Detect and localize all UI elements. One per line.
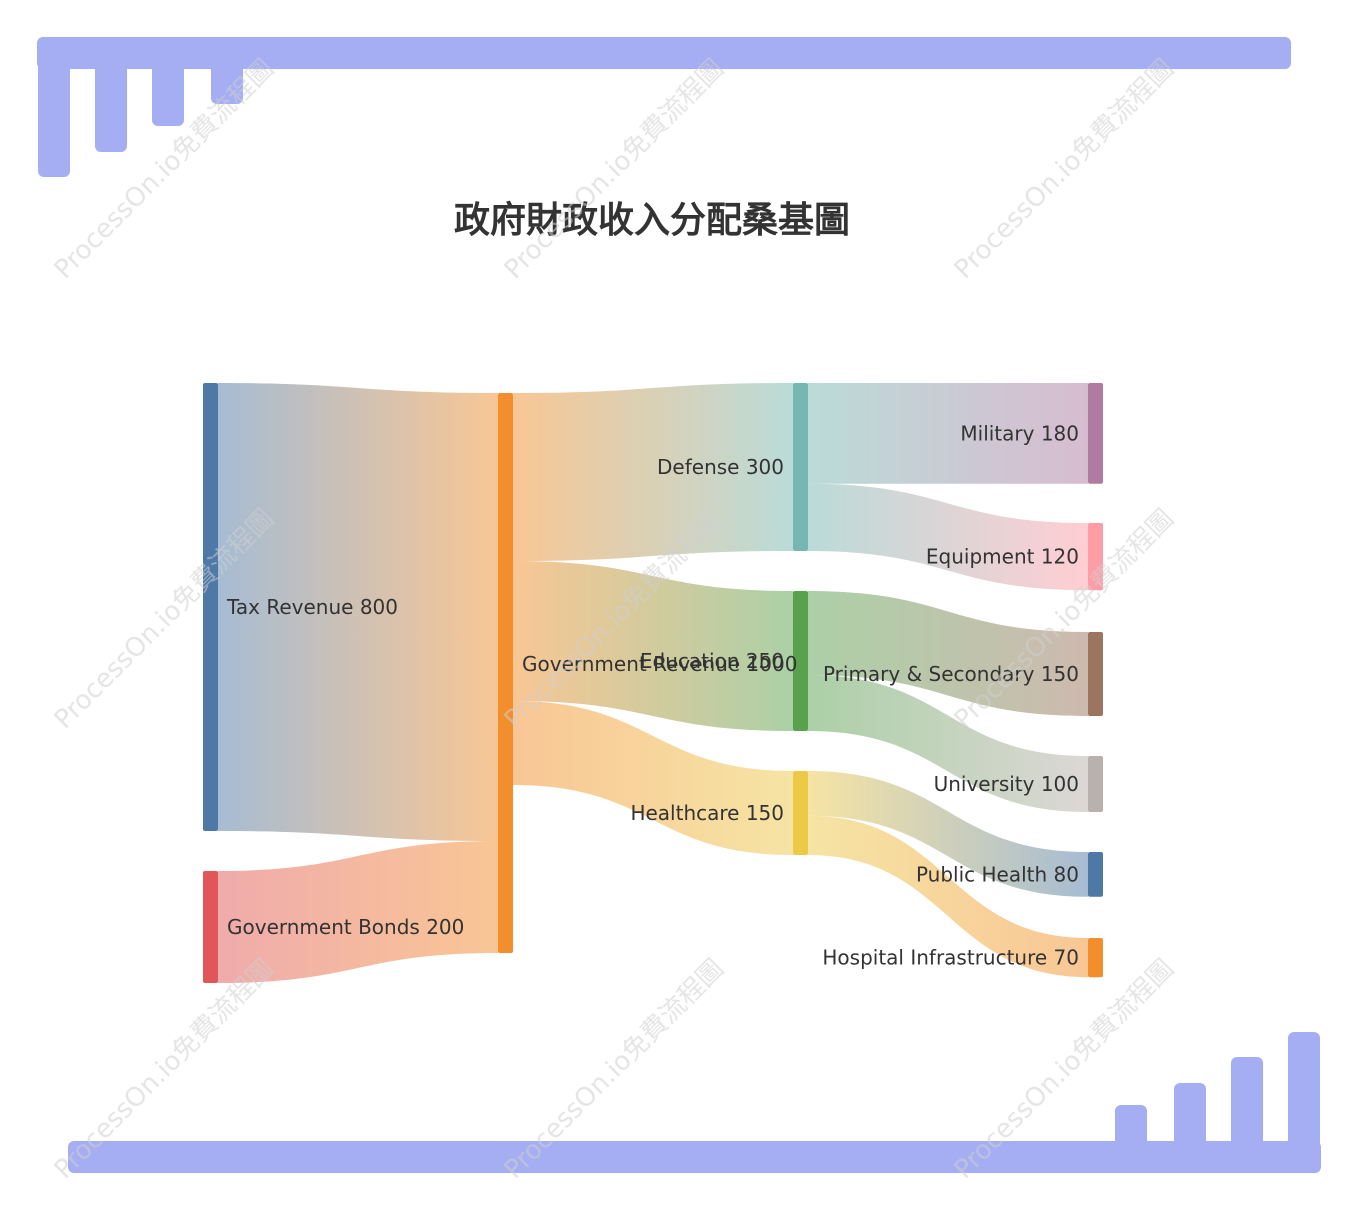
sankey-link-gov-education xyxy=(513,561,793,731)
decoration-bottom-tick-2 xyxy=(1174,1083,1206,1157)
decoration-top-tick-3 xyxy=(152,55,184,126)
sankey-link-gov-defense xyxy=(513,383,793,561)
sankey-label-university: University 100 xyxy=(934,772,1079,796)
sankey-label-publichealth: Public Health 80 xyxy=(916,862,1079,886)
sankey-node-tax xyxy=(203,383,218,831)
sankey-label-gov: Government Revenue 1000 xyxy=(522,652,797,676)
sankey-link-education-university xyxy=(808,675,1088,812)
decoration-bottom-tick-4 xyxy=(1288,1032,1320,1157)
decoration-top-tick-2 xyxy=(95,55,127,152)
sankey-link-education-primary xyxy=(808,591,1088,716)
decoration-bottom-tick-1 xyxy=(1115,1105,1147,1157)
sankey-label-equipment: Equipment 120 xyxy=(926,545,1079,569)
decoration-top-bar xyxy=(37,37,1291,69)
sankey-label-hospital: Hospital Infrastructure 70 xyxy=(822,946,1079,970)
sankey-label-education: Education 250 xyxy=(640,649,784,673)
watermark-text-3: ProcessOn.io免費流程圖 xyxy=(949,54,1180,285)
sankey-node-education xyxy=(793,591,808,731)
sankey-node-gov xyxy=(498,393,513,953)
sankey-label-tax: Tax Revenue 800 xyxy=(226,595,398,619)
sankey-label-defense: Defense 300 xyxy=(657,455,784,479)
decoration-bottom-bar xyxy=(68,1141,1321,1173)
sankey-label-primary: Primary & Secondary 150 xyxy=(823,662,1079,686)
sankey-node-primary xyxy=(1088,632,1103,716)
sankey-node-bonds xyxy=(203,871,218,983)
sankey-label-bonds: Government Bonds 200 xyxy=(227,915,464,939)
sankey-label-healthcare: Healthcare 150 xyxy=(630,801,784,825)
sankey-node-healthcare xyxy=(793,771,808,855)
sankey-nodes xyxy=(203,383,1103,983)
sankey-link-defense-equipment xyxy=(808,483,1088,591)
sankey-node-military xyxy=(1088,383,1103,484)
sankey-link-healthcare-publichealth xyxy=(808,771,1088,897)
sankey-links xyxy=(218,383,1088,983)
sankey-link-defense-military xyxy=(808,383,1088,484)
decoration-top xyxy=(37,37,1291,177)
decoration-top-tick-4 xyxy=(211,55,243,104)
decoration-bottom-tick-3 xyxy=(1231,1057,1263,1157)
sankey-node-university xyxy=(1088,756,1103,812)
sankey-link-healthcare-hospital xyxy=(808,815,1088,978)
sankey-node-equipment xyxy=(1088,523,1103,591)
sankey-node-defense xyxy=(793,383,808,551)
sankey-node-publichealth xyxy=(1088,852,1103,897)
sankey-link-tax-gov xyxy=(218,383,498,841)
sankey-node-hospital xyxy=(1088,938,1103,978)
sankey-link-bonds-gov xyxy=(218,841,498,983)
chart-title: 政府財政收入分配桑基圖 xyxy=(454,199,850,241)
sankey-link-gov-healthcare xyxy=(513,701,793,855)
sankey-label-military: Military 180 xyxy=(960,421,1079,445)
decoration-top-tick-1 xyxy=(38,55,70,177)
watermark-text-2: ProcessOn.io免費流程圖 xyxy=(499,54,730,285)
decoration-bottom xyxy=(68,1032,1321,1173)
